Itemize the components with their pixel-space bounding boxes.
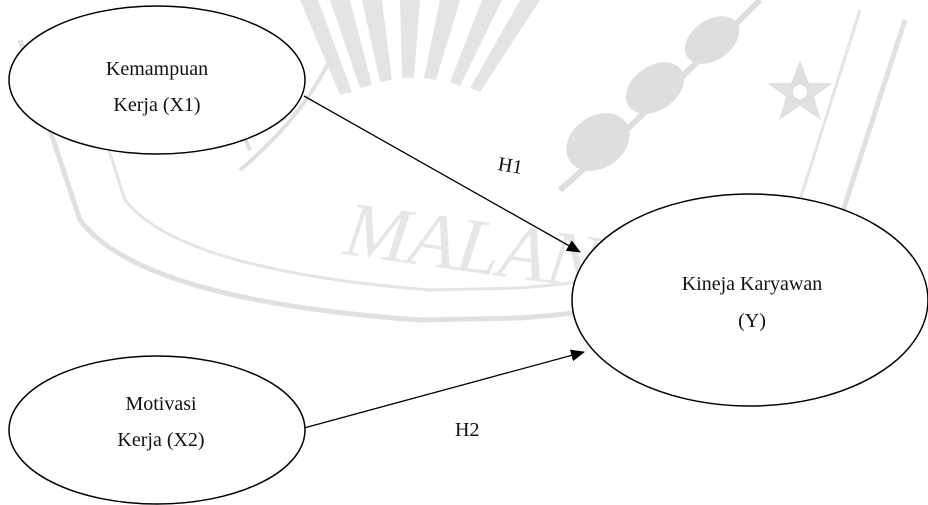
node-x2-label-line1: Motivasi bbox=[125, 393, 197, 415]
edge-label-h1: H1 bbox=[496, 153, 524, 179]
node-x2-label-line2: Kerja (X2) bbox=[117, 429, 204, 451]
node-x1: Kemampuan Kerja (X1) bbox=[8, 5, 306, 155]
diagram-edges: H1 H2 bbox=[303, 95, 585, 441]
edge-x1-to-y bbox=[303, 95, 581, 253]
node-y-shape bbox=[571, 193, 928, 407]
node-x2: Motivasi Kerja (X2) bbox=[8, 355, 306, 505]
node-x1-label-line1: Kemampuan bbox=[106, 58, 208, 80]
cotton-flower-icon bbox=[558, 0, 763, 193]
node-x2-shape bbox=[8, 355, 306, 505]
node-x1-shape bbox=[8, 5, 306, 155]
node-x1-label-line2: Kerja (X1) bbox=[113, 94, 200, 116]
node-y-label-line2: (Y) bbox=[738, 310, 766, 332]
edge-label-h2: H2 bbox=[455, 419, 479, 441]
star-icon bbox=[767, 60, 833, 120]
sun-rays-icon bbox=[300, 0, 540, 95]
node-y-label-line1: Kineja Karyawan bbox=[682, 273, 823, 295]
node-y: Kineja Karyawan (Y) bbox=[571, 193, 928, 407]
edge-x2-to-y bbox=[303, 349, 585, 429]
